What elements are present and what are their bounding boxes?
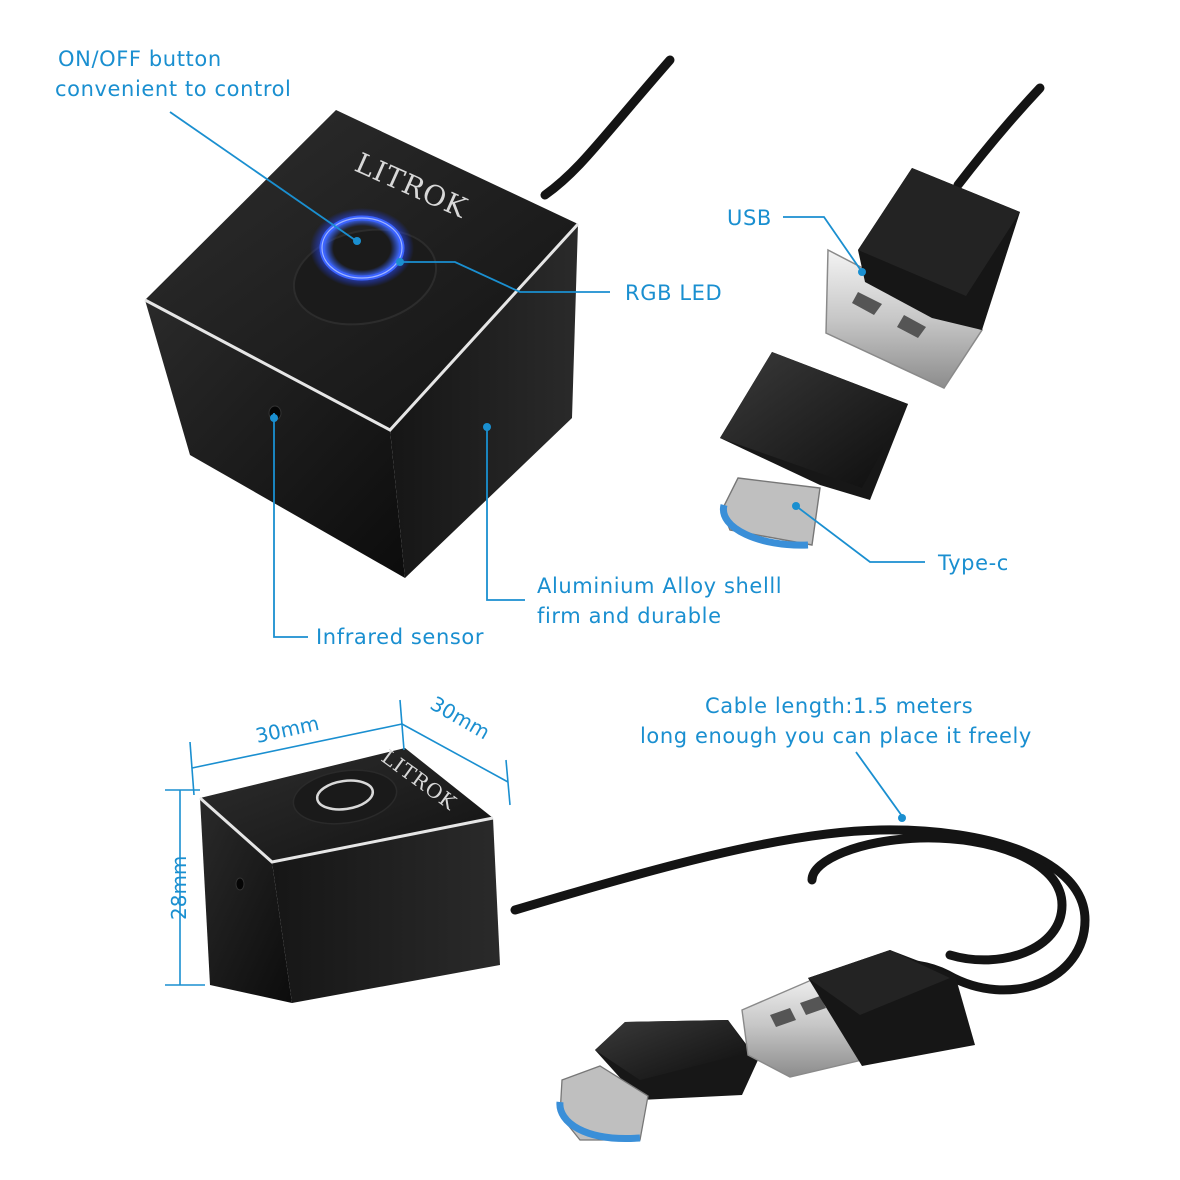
label-rgb-led: RGB LED — [625, 281, 722, 305]
dimension-depth: 30mm — [426, 691, 494, 744]
power-button-ring — [315, 779, 375, 811]
label-button-line2: convenient to control — [55, 77, 291, 101]
label-button-line1: ON/OFF button — [58, 47, 222, 71]
infrared-sensor-bottom — [235, 877, 245, 891]
cable-usb — [953, 83, 1045, 190]
label-cable-line2: long enough you can place it freely — [640, 724, 1032, 748]
label-infrared: Infrared sensor — [316, 625, 484, 649]
label-usb: USB — [727, 206, 772, 230]
label-shell-line1: Aluminium Alloy shelll — [537, 574, 782, 598]
typec-adapter-bottom — [556, 1020, 758, 1143]
label-shell-line2: firm and durable — [537, 604, 722, 628]
dimension-height: 28mm — [167, 856, 191, 920]
cable-top — [540, 55, 675, 200]
usb-connector-illustration — [825, 83, 1045, 389]
label-cable-line1: Cable length:1.5 meters — [705, 694, 973, 718]
callouts — [169, 111, 925, 822]
usb-connector-bottom — [741, 950, 975, 1078]
dimension-lines — [165, 699, 511, 986]
cube-top-illustration: LITROK — [144, 55, 675, 578]
label-type-c: Type-c — [937, 551, 1009, 575]
cable-loop — [510, 825, 1090, 995]
cube-bottom-illustration: LITROK — [199, 745, 1090, 1003]
typec-adapter-illustration — [720, 352, 908, 549]
